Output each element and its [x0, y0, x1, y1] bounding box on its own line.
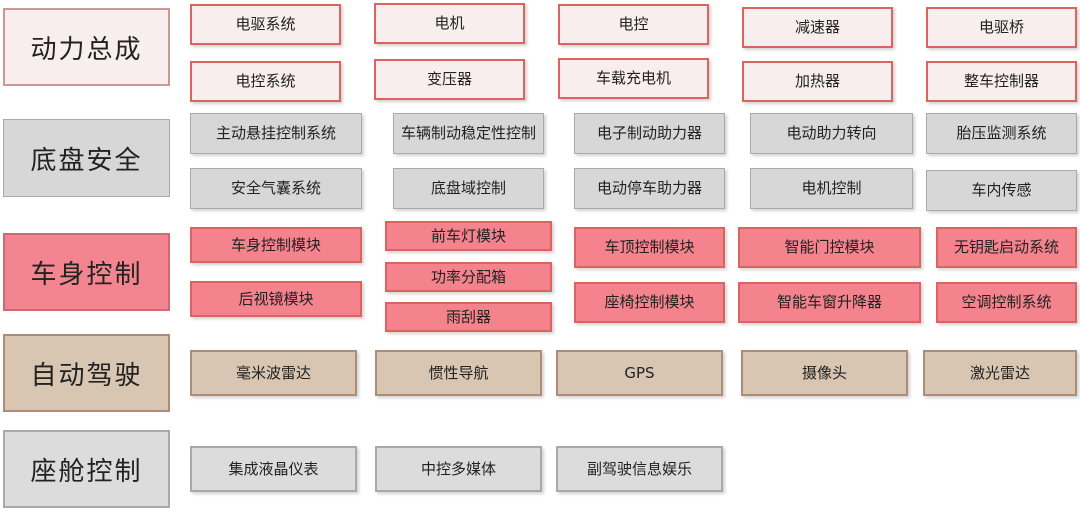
item-label: 胎压监测系统 [956, 124, 1047, 142]
chassis-item: 车内传感 [926, 170, 1077, 211]
item-label: 安全气囊系统 [230, 179, 321, 197]
power-item: 变压器 [374, 59, 525, 100]
chassis-item: 主动悬挂控制系统 [190, 113, 362, 154]
body-item: 智能车窗升降器 [738, 282, 921, 323]
item-label: 电动停车助力器 [596, 179, 702, 197]
auto-item: 激光雷达 [923, 350, 1077, 396]
body-item: 智能门控模块 [738, 227, 921, 268]
item-label: 变压器 [426, 70, 472, 88]
power-item: 电驱桥 [926, 7, 1077, 48]
body-item: 车身控制模块 [190, 227, 362, 263]
item-label: 电机 [434, 14, 465, 32]
body-item: 功率分配箱 [385, 262, 552, 292]
category-chassis: 底盘安全 [3, 119, 170, 197]
chassis-item: 电机控制 [750, 168, 913, 209]
item-label: 智能车窗升降器 [776, 293, 882, 311]
item-label: 雨刮器 [445, 307, 491, 326]
item-label: 车身控制模块 [230, 235, 321, 254]
cabin-item: 中控多媒体 [375, 446, 542, 492]
item-label: 智能门控模块 [784, 238, 875, 256]
body-item: 后视镜模块 [190, 281, 362, 317]
chassis-item: 电子制动助力器 [574, 113, 725, 154]
item-label: 加热器 [794, 72, 840, 90]
power-item: 电驱系统 [190, 4, 341, 45]
category-cabin: 座舱控制 [3, 430, 170, 508]
item-label: 无钥匙启动系统 [953, 238, 1059, 256]
item-label: 后视镜模块 [238, 289, 314, 308]
item-label: GPS [624, 363, 655, 382]
item-label: 车顶控制模块 [604, 238, 695, 256]
item-label: 摄像头 [801, 363, 847, 382]
category-body: 车身控制 [3, 233, 170, 311]
item-label: 激光雷达 [969, 363, 1030, 382]
power-item: 加热器 [742, 61, 893, 102]
power-item: 电控 [558, 4, 709, 45]
item-label: 电驱系统 [235, 15, 296, 33]
chassis-item: 车辆制动稳定性控制 [393, 113, 544, 154]
item-label: 电动助力转向 [786, 124, 877, 142]
item-label: 车辆制动稳定性控制 [400, 124, 536, 142]
power-item: 车载充电机 [558, 58, 709, 99]
body-item: 座椅控制模块 [574, 282, 725, 323]
item-label: 整车控制器 [963, 72, 1039, 90]
cabin-item: 副驾驶信息娱乐 [556, 446, 723, 492]
item-label: 电驱桥 [978, 18, 1024, 36]
item-label: 前车灯模块 [430, 226, 506, 245]
body-item: 无钥匙启动系统 [936, 227, 1077, 268]
item-label: 惯性导航 [428, 363, 489, 382]
item-label: 电控 [618, 15, 649, 33]
power-item: 整车控制器 [926, 61, 1077, 102]
item-label: 减速器 [794, 18, 840, 36]
category-auto: 自动驾驶 [3, 334, 170, 412]
auto-item: 摄像头 [741, 350, 908, 396]
category-label: 自动驾驶 [30, 360, 143, 391]
category-label: 车身控制 [30, 259, 143, 290]
cabin-item: 集成液晶仪表 [190, 446, 357, 492]
item-label: 电控系统 [235, 72, 296, 90]
chassis-item: 胎压监测系统 [926, 113, 1077, 154]
item-label: 毫米波雷达 [235, 363, 311, 382]
item-label: 车载充电机 [595, 69, 671, 87]
auto-item: GPS [556, 350, 723, 396]
item-label: 座椅控制模块 [604, 293, 695, 311]
item-label: 集成液晶仪表 [228, 459, 319, 478]
category-label: 座舱控制 [30, 456, 143, 487]
power-item: 电机 [374, 3, 525, 44]
chassis-item: 安全气囊系统 [190, 168, 362, 209]
category-power: 动力总成 [3, 8, 170, 86]
item-label: 副驾驶信息娱乐 [586, 459, 692, 478]
body-item: 前车灯模块 [385, 221, 552, 251]
power-item: 减速器 [742, 7, 893, 48]
body-item: 车顶控制模块 [574, 227, 725, 268]
item-label: 功率分配箱 [430, 267, 506, 286]
auto-item: 毫米波雷达 [190, 350, 357, 396]
item-label: 电机控制 [801, 179, 862, 197]
item-label: 空调控制系统 [961, 293, 1052, 311]
category-label: 动力总成 [30, 34, 143, 65]
item-label: 车内传感 [971, 181, 1032, 199]
chassis-item: 底盘域控制 [393, 168, 544, 209]
category-label: 底盘安全 [30, 145, 143, 176]
item-label: 底盘域控制 [430, 179, 506, 197]
chassis-item: 电动助力转向 [750, 113, 913, 154]
body-item: 空调控制系统 [936, 282, 1077, 323]
chassis-item: 电动停车助力器 [574, 168, 725, 209]
item-label: 主动悬挂控制系统 [215, 124, 336, 142]
body-item: 雨刮器 [385, 302, 552, 332]
item-label: 电子制动助力器 [596, 124, 702, 142]
power-item: 电控系统 [190, 61, 341, 102]
item-label: 中控多媒体 [420, 459, 496, 478]
auto-item: 惯性导航 [375, 350, 542, 396]
